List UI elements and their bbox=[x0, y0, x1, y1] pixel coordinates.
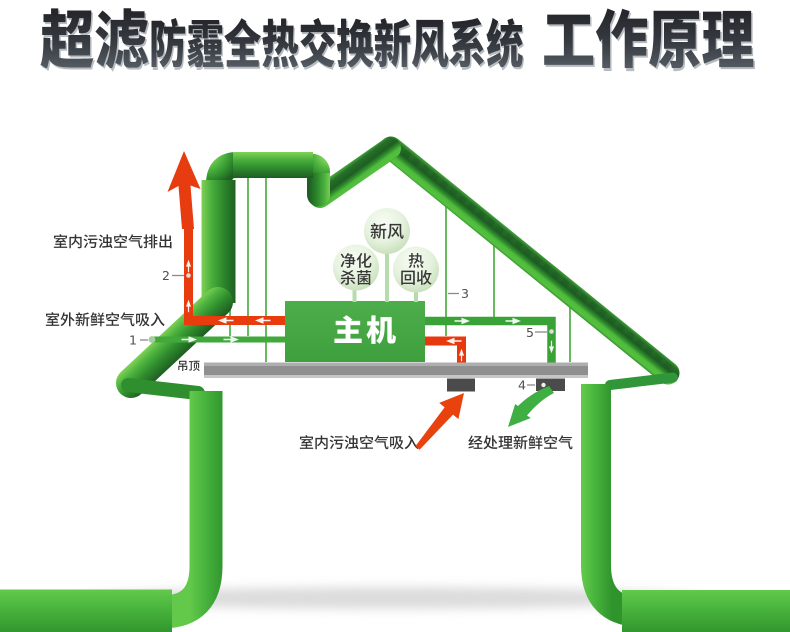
intake-duct-endcap bbox=[148, 336, 156, 343]
marker-2-dot bbox=[186, 273, 191, 278]
house-right-wall-group bbox=[581, 384, 790, 632]
return-duct-red bbox=[425, 336, 466, 364]
balloon-purify bbox=[333, 244, 379, 291]
marker-5-number: 5 bbox=[526, 325, 534, 340]
marker-3-number: 3 bbox=[461, 286, 469, 301]
house-left-wall-lower bbox=[161, 391, 223, 629]
house-roof-right-diagonal bbox=[379, 136, 680, 385]
label-treated-fresh: 经处理新鲜空气 bbox=[468, 432, 573, 453]
house-right-eave-underside bbox=[605, 372, 678, 390]
floor-shadow bbox=[80, 587, 700, 609]
house-left-eave-underside bbox=[121, 378, 205, 400]
markers: 1 2 3 4 5 bbox=[129, 268, 554, 393]
marker-1: 1 bbox=[129, 333, 148, 348]
balloon-purify-line2: 杀菌 bbox=[340, 265, 372, 289]
label-exhaust-out: 室内污浊空气排出 bbox=[53, 231, 173, 252]
title-part-3-text: 工作原理 bbox=[542, 0, 755, 82]
marker-4-number: 4 bbox=[518, 378, 526, 393]
balloon-heat bbox=[393, 246, 439, 293]
bottom-arrows bbox=[415, 386, 554, 450]
marker-2: 2 bbox=[162, 268, 191, 283]
vents bbox=[447, 378, 565, 392]
ceiling bbox=[204, 362, 588, 378]
title-part-1-bevel: 超滤 bbox=[42, 6, 151, 70]
page-title: 超滤超滤 防霾全热交换新风系统防霾全热交换新风系统 工作原理工作原理 bbox=[0, 0, 790, 72]
exhaust-duct-red bbox=[184, 226, 285, 325]
text-labels: 室内污浊空气排出 室外新鲜空气吸入 吊顶 室内污浊空气吸入 经处理新鲜空气 bbox=[45, 231, 573, 453]
house-right-wall-lower bbox=[581, 384, 643, 627]
ceiling-bottom-strip bbox=[204, 375, 588, 378]
return-vent bbox=[447, 378, 475, 392]
floor-shadow-ellipse bbox=[80, 587, 700, 609]
label-fresh-in: 室外新鲜空气吸入 bbox=[45, 309, 165, 330]
marker-2-number: 2 bbox=[162, 268, 170, 283]
main-unit-label: 主机 bbox=[333, 306, 399, 350]
marker-4: 4 bbox=[518, 378, 535, 393]
indoor-intake-arrow bbox=[415, 393, 464, 450]
balloon-fresh-air-label: 新风 bbox=[370, 218, 404, 243]
balloon-heat-line2: 回收 bbox=[400, 265, 432, 289]
feature-balloons: 新风 净化 杀菌 热 回收 bbox=[333, 208, 439, 302]
exhaust-arrow-big bbox=[167, 151, 201, 229]
balloon-heat-line1: 热 bbox=[408, 248, 424, 272]
title-part-2-bevel: 防霾全热交换新风系统 bbox=[150, 17, 524, 69]
title-part-3-bevel: 工作原理 bbox=[543, 6, 755, 70]
label-ceiling: 吊顶 bbox=[177, 358, 200, 374]
marker-5-dot bbox=[549, 329, 554, 334]
title-part-2-text: 防霾全热交换新风系统 bbox=[149, 3, 524, 78]
balloon-purify-line1: 净化 bbox=[340, 248, 372, 272]
main-unit: 主机 bbox=[285, 301, 425, 362]
main-unit-box bbox=[285, 301, 425, 362]
ceiling-top-strip bbox=[204, 362, 588, 366]
diagram-canvas: 主机 新风 净化 杀菌 热 回收 1 2 3 4 bbox=[0, 136, 790, 632]
marker-5: 5 bbox=[526, 325, 554, 340]
marker-1-number: 1 bbox=[129, 333, 137, 348]
supply-vent-dot bbox=[541, 382, 546, 388]
ceiling-face bbox=[204, 366, 588, 375]
supply-vent bbox=[536, 378, 565, 391]
house-roof-left-diagonal bbox=[309, 137, 401, 208]
label-indoor-intake: 室内污浊空气吸入 bbox=[299, 432, 419, 453]
balloon-fresh-air bbox=[364, 208, 410, 254]
treated-fresh-arrow bbox=[508, 386, 554, 427]
title-part-1-text: 超滤 bbox=[40, 0, 149, 82]
house-outline bbox=[0, 136, 680, 632]
marker-3: 3 bbox=[448, 286, 469, 301]
balloon-stems bbox=[352, 252, 418, 302]
